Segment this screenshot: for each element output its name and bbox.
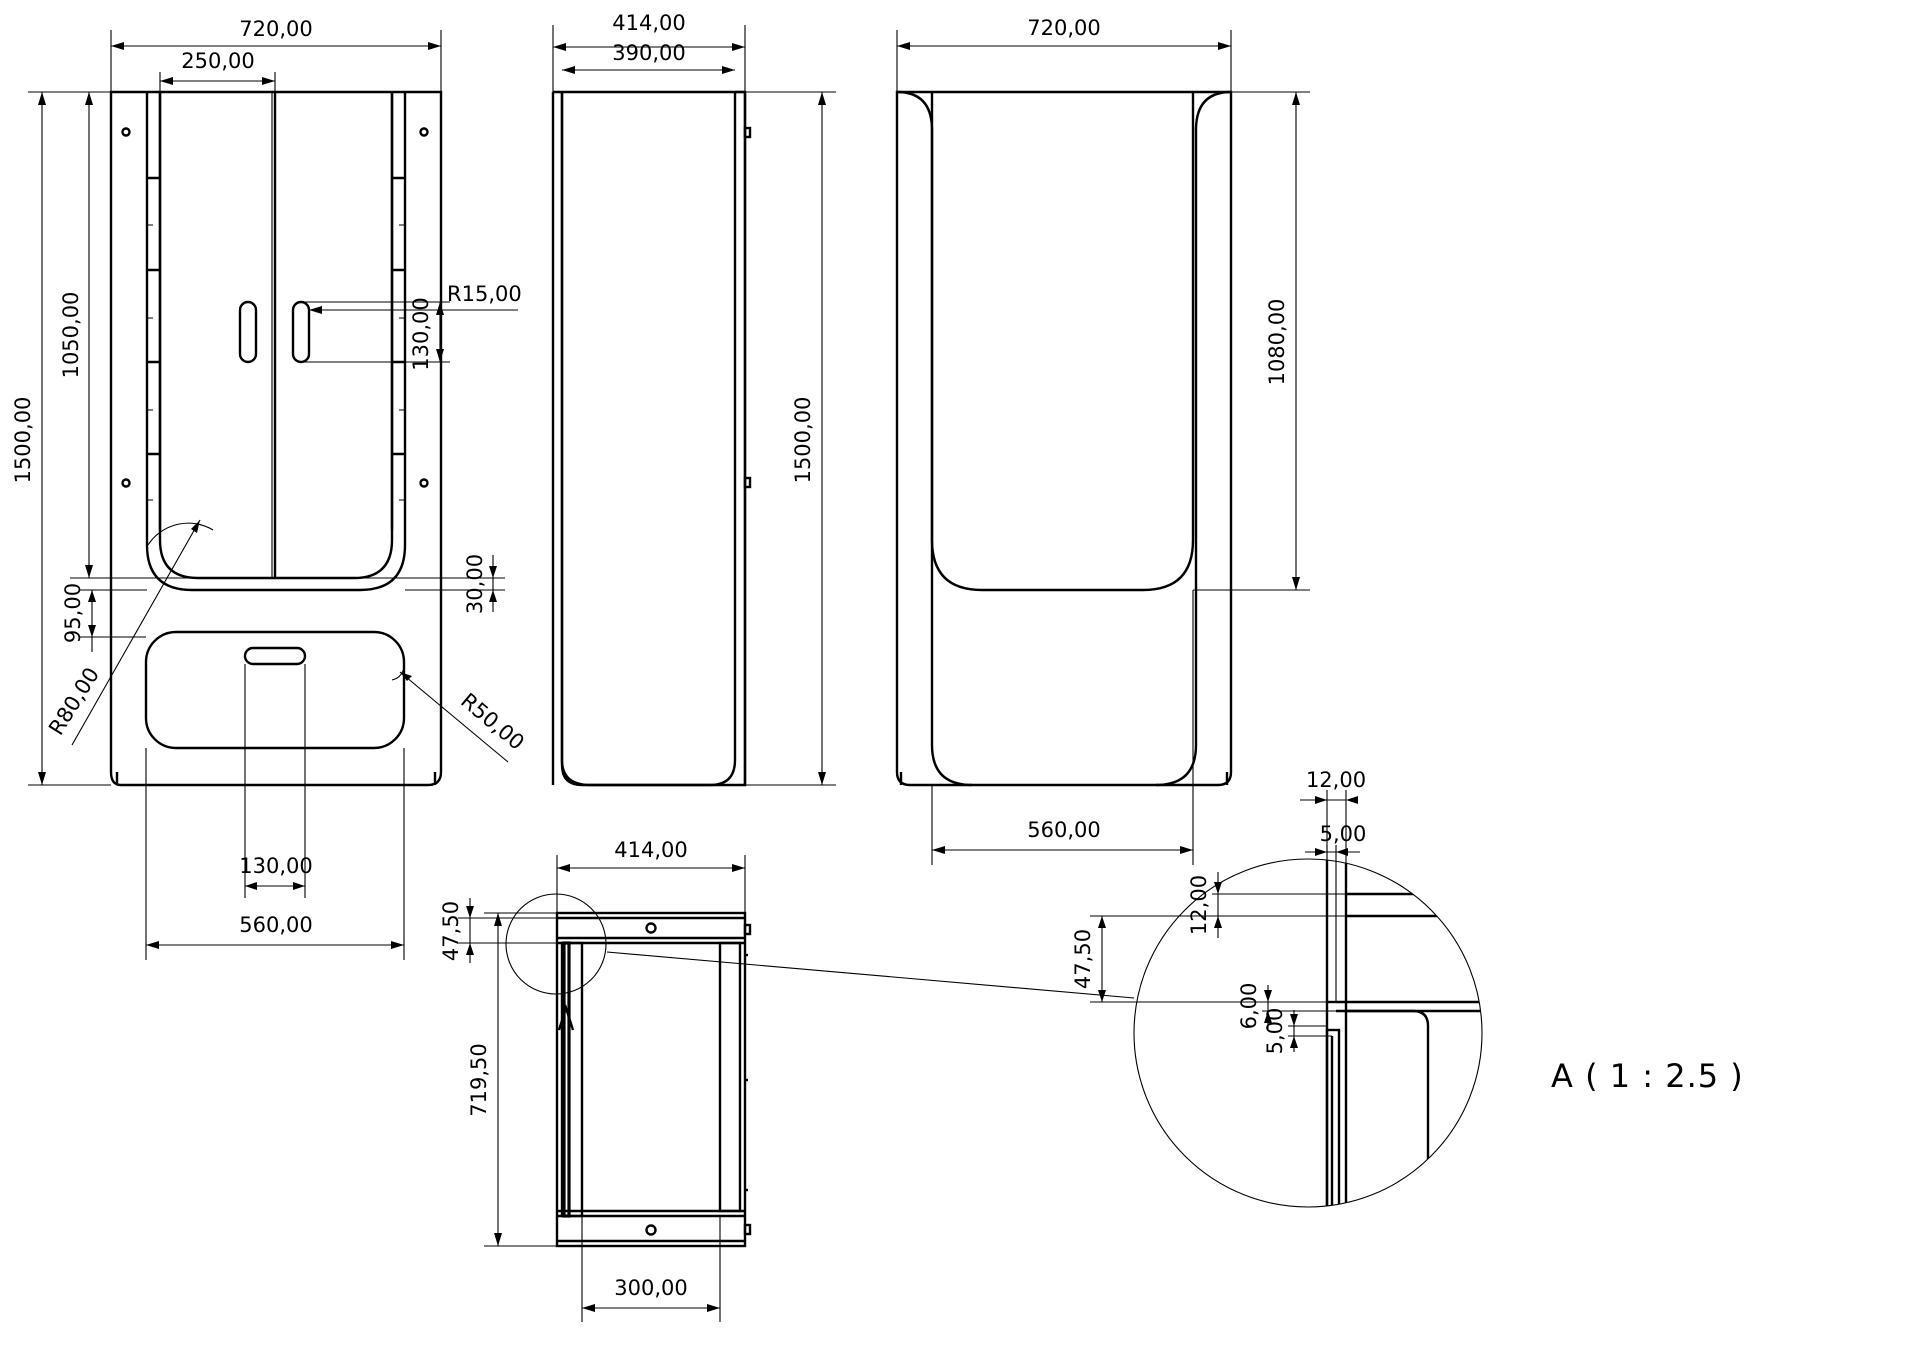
- back-dimensions: [896, 30, 1310, 865]
- side-view: [551, 90, 752, 787]
- dim-handle-length: 130,00: [409, 297, 433, 370]
- dim-detail-5-top: 5,00: [1320, 822, 1367, 846]
- back-view: [895, 90, 1233, 787]
- side-panel: [553, 90, 747, 787]
- dim-back-width: 720,00: [1027, 16, 1100, 40]
- screw-hole: [419, 127, 429, 137]
- dim-back-opening-height: 1080,00: [1265, 299, 1289, 386]
- dim-front-door-height: 1050,00: [59, 292, 83, 379]
- dim-side-inner-depth: 390,00: [612, 41, 685, 65]
- dim-side-outer-depth: 414,00: [612, 11, 685, 35]
- detail-circle: [1133, 858, 1483, 1208]
- dim-detail-6: 6,00: [1237, 983, 1261, 1030]
- dim-top-inner-width: 300,00: [614, 1276, 687, 1300]
- door-handle-left: [238, 300, 258, 364]
- plan-outline: [555, 911, 747, 1248]
- back-opening: [930, 539, 1195, 592]
- dim-gap-95: 95,00: [61, 583, 85, 643]
- dim-top-length: 719,50: [467, 1043, 491, 1116]
- dimension-labels: 720,00 250,00 1500,00 1050,00 R15,00 130…: [11, 11, 1744, 1300]
- plan-screw-top: [645, 922, 657, 934]
- dim-side-height: 1500,00: [791, 397, 815, 484]
- plan-dimensions: [458, 855, 746, 1322]
- dim-front-inner-width: 560,00: [239, 913, 312, 937]
- dim-radius-80: R80,00: [44, 663, 104, 739]
- detail-dimensions: [1090, 790, 1360, 1052]
- plan-screw-bottom: [645, 1224, 657, 1236]
- front-dimensions: [28, 30, 518, 960]
- screw-hole: [121, 478, 131, 488]
- dim-back-opening-width: 560,00: [1027, 818, 1100, 842]
- drawer-handle: [243, 646, 307, 666]
- shelf-pins: [147, 176, 405, 501]
- screw-hole: [121, 127, 131, 137]
- back-panel: [895, 90, 1233, 787]
- dim-front-total-height: 1500,00: [11, 397, 35, 484]
- dim-gap-30: 30,00: [463, 554, 487, 614]
- dim-top-depth: 414,00: [614, 838, 687, 862]
- front-drawer: [144, 630, 406, 750]
- dim-front-total-width: 720,00: [239, 17, 312, 41]
- dim-detail-12-top: 12,00: [1306, 768, 1366, 792]
- dim-top-offset: 47,50: [439, 901, 463, 961]
- detail-callout-circle: [505, 893, 607, 995]
- door-handle-right: [291, 300, 311, 364]
- dim-drawer-handle-width: 130,00: [239, 854, 312, 878]
- dim-front-door-width: 250,00: [181, 49, 254, 73]
- detail-scale-label: A ( 1 : 2.5 ): [1551, 1057, 1744, 1095]
- side-dimensions: [552, 25, 836, 786]
- plan-view: [505, 893, 1135, 1248]
- screw-hole: [419, 478, 429, 488]
- dim-handle-radius: R15,00: [447, 282, 522, 306]
- dim-detail-12-side: 12,00: [1187, 875, 1211, 935]
- front-view: [109, 90, 443, 787]
- dim-detail-5-side: 5,00: [1263, 1008, 1287, 1055]
- front-outer-panel: [109, 90, 443, 787]
- dim-detail-47-5: 47,50: [1071, 929, 1095, 989]
- dim-radius-50: R50,00: [456, 688, 529, 754]
